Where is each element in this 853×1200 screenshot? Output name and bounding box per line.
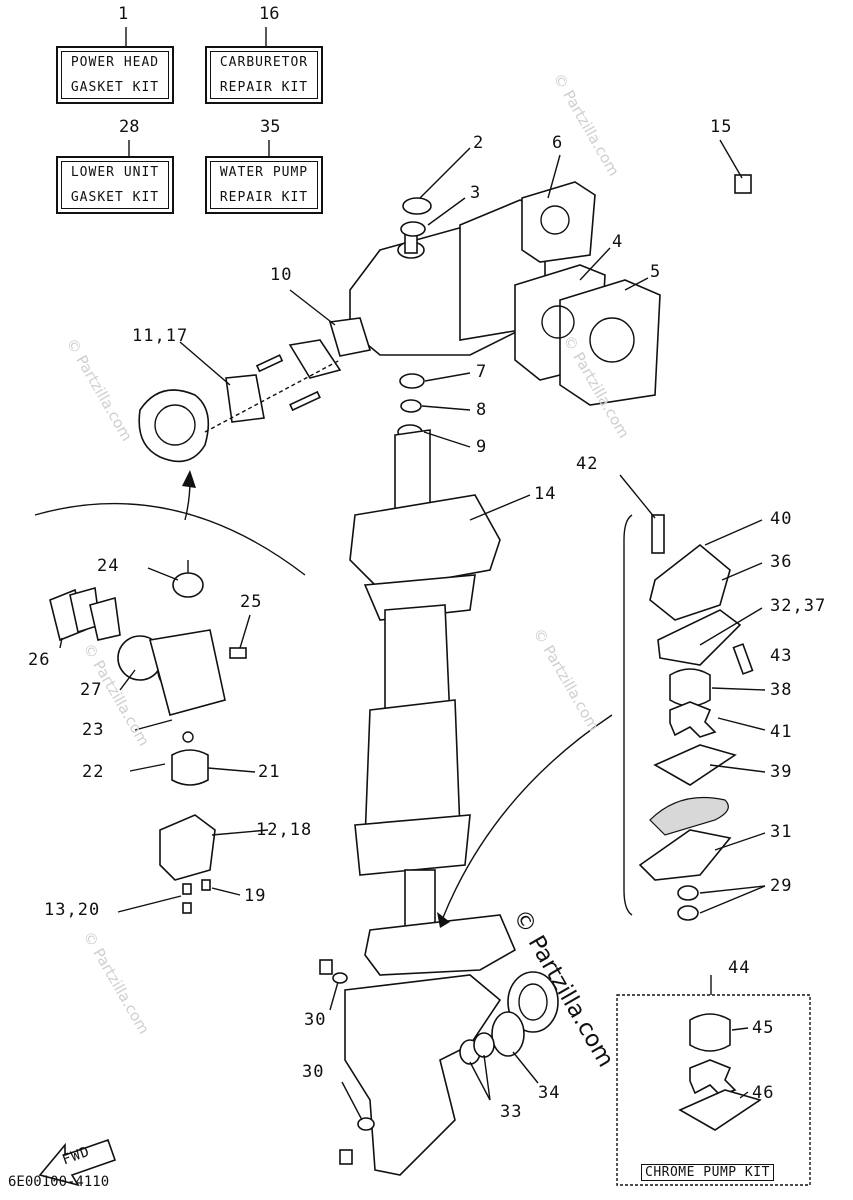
callout-label: 26 <box>28 650 51 670</box>
callout-label: 10 <box>270 265 293 285</box>
kit-label-line1: LOWER UNIT <box>70 165 160 180</box>
callout-label: 43 <box>770 646 793 666</box>
callout-label: 39 <box>770 762 793 782</box>
callout-label: 38 <box>770 680 793 700</box>
callout-label: 46 <box>752 1083 775 1103</box>
callout-label: 12,18 <box>256 820 313 840</box>
callout-label: 24 <box>97 556 120 576</box>
callout-label: 9 <box>476 437 488 457</box>
kit-number: 1 <box>118 4 129 24</box>
fwd-arrow-icon <box>38 1138 117 1187</box>
callout-label: 44 <box>728 958 751 978</box>
kit-label-line1: CARBURETOR <box>219 55 309 70</box>
callout-label: 30 <box>304 1010 327 1030</box>
callout-label: 13,20 <box>44 900 101 920</box>
callout-label: 5 <box>650 262 662 282</box>
callout-label: 30 <box>302 1062 325 1082</box>
kit-number: 28 <box>119 117 140 137</box>
callout-label: 21 <box>258 762 281 782</box>
leader-lines <box>59 139 766 1121</box>
kit-label-line1: POWER HEAD <box>70 55 160 70</box>
kit-box-lower-unit: LOWER UNIT GASKET KIT <box>56 156 174 214</box>
callout-label: 19 <box>244 886 267 906</box>
callout-label: 11,17 <box>132 326 189 346</box>
kit-label-line1: WATER PUMP <box>219 165 309 180</box>
water-pump-stack <box>638 514 754 921</box>
callout-label: 41 <box>770 722 793 742</box>
kit-number: 16 <box>259 4 280 24</box>
callout-label: 42 <box>576 454 599 474</box>
callout-label: 22 <box>82 762 105 782</box>
callout-label: 8 <box>476 400 488 420</box>
callout-label: 2 <box>473 133 485 153</box>
chrome-pump-kit-label: CHROME PUMP KIT <box>641 1164 774 1181</box>
callout-label: 40 <box>770 509 793 529</box>
carburetor-group <box>138 317 372 463</box>
diagram-code: 6E00100-4110 <box>8 1174 110 1190</box>
callout-label: 29 <box>770 876 793 896</box>
callout-label: 36 <box>770 552 793 572</box>
callout-label: 27 <box>80 680 103 700</box>
driveshaft-housing <box>349 429 501 931</box>
kit-label-line2: REPAIR KIT <box>219 80 309 95</box>
kit-label-line2: REPAIR KIT <box>219 190 309 205</box>
kit-label-line2: GASKET KIT <box>70 80 160 95</box>
kit-label-line2: GASKET KIT <box>70 190 160 205</box>
callout-label: 23 <box>82 720 105 740</box>
callout-label: 3 <box>470 183 482 203</box>
gasket-plates <box>514 181 661 406</box>
callout-label: 7 <box>476 362 488 382</box>
lower-unit-housing <box>319 914 559 1176</box>
callout-label: 15 <box>710 117 733 137</box>
carburetor-exploded <box>34 470 306 914</box>
callout-label: 6 <box>552 133 564 153</box>
kit-number: 35 <box>260 117 281 137</box>
callout-label: 4 <box>612 232 624 252</box>
callout-label: 45 <box>752 1018 775 1038</box>
callout-label: 25 <box>240 592 263 612</box>
callout-label: 32,37 <box>770 596 827 616</box>
callout-label: 31 <box>770 822 793 842</box>
kit-box-carburetor: CARBURETOR REPAIR KIT <box>205 46 323 104</box>
callout-label: 34 <box>538 1083 561 1103</box>
callout-label: 33 <box>500 1102 523 1122</box>
kit-box-power-head: POWER HEAD GASKET KIT <box>56 46 174 104</box>
kit-box-water-pump: WATER PUMP REPAIR KIT <box>205 156 323 214</box>
callout-label: 14 <box>534 484 557 504</box>
